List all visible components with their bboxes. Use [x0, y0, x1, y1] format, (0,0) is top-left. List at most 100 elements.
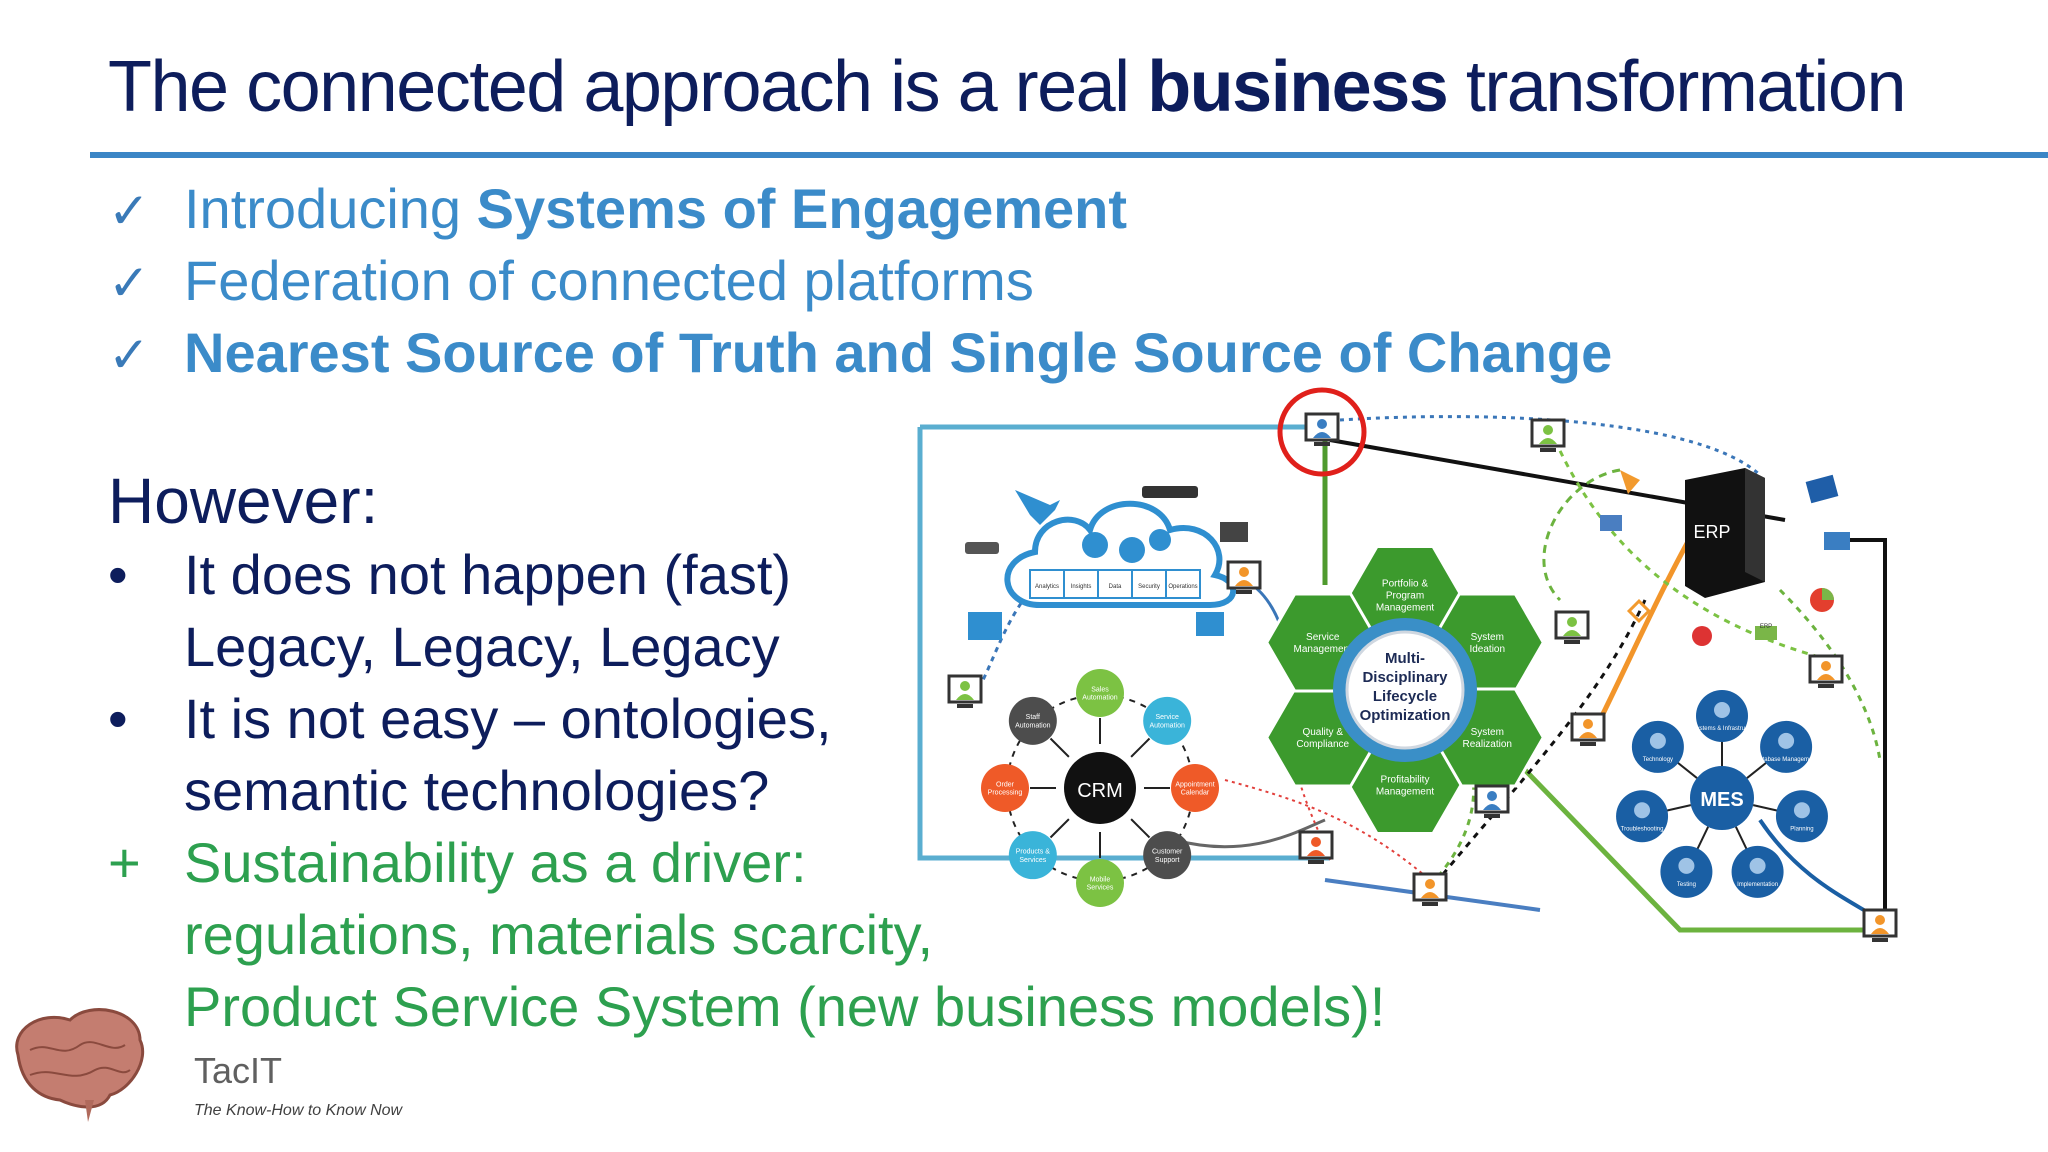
- checklist-item: ✓Federation of connected platforms: [108, 249, 1034, 312]
- node-label: Testing: [1677, 882, 1696, 888]
- airplane-icon: [1015, 490, 1060, 525]
- checkmark-icon: ✓: [108, 327, 150, 383]
- hex-center: Multi- Disciplinary Lifecycle Optimizati…: [1333, 618, 1477, 762]
- checkmark-icon: ✓: [108, 255, 150, 311]
- svg-text:MES: MES: [1700, 789, 1743, 811]
- node-label: Support: [1155, 857, 1180, 864]
- user-workstation-icon: [1412, 872, 1448, 906]
- crm-node: Products &Services: [1008, 818, 1070, 880]
- node-label: IT Systems & Infrastructure: [1686, 726, 1759, 732]
- user-workstation-icon: [1554, 610, 1590, 644]
- book-icon: [1805, 474, 1839, 504]
- chart-icon: [1692, 626, 1712, 646]
- user-workstation-icon: [947, 674, 983, 708]
- node-label: System: [1471, 632, 1504, 643]
- node-label: Portfolio &: [1382, 579, 1428, 590]
- mes-node: Testing: [1660, 826, 1713, 898]
- highlight-circle: [1277, 387, 1367, 477]
- node-label: Quality &: [1302, 727, 1343, 738]
- puzzle-icon: [1600, 515, 1622, 531]
- svg-text:Optimization: Optimization: [1360, 707, 1451, 724]
- antenna-icon: [1620, 470, 1640, 494]
- user-workstation-icon: [1304, 412, 1340, 446]
- bullet-marker: •: [108, 543, 128, 606]
- node-label: Ideation: [1469, 644, 1505, 655]
- node-label: Database Management: [1755, 757, 1818, 763]
- however-heading: However:: [108, 465, 379, 537]
- mes-node: Implementation: [1731, 826, 1784, 898]
- frame-line-teal: [917, 427, 1330, 861]
- checkmark-icon: ✓: [108, 183, 150, 239]
- node-label: Profitability: [1381, 775, 1430, 786]
- brand-name: TacIT: [194, 1050, 283, 1091]
- node-label: Service: [1156, 714, 1179, 721]
- bullet-item-plus: +Sustainability as a driver:: [108, 831, 807, 894]
- scanner-icon: [1142, 486, 1198, 498]
- node-label: Appointment: [1175, 781, 1214, 788]
- checklist-item: ✓Nearest Source of Truth and Single Sour…: [108, 321, 1613, 384]
- node-label: Automation: [1015, 722, 1051, 729]
- node-label: Mobile: [1090, 876, 1111, 883]
- user-workstation-icon: [1298, 830, 1334, 864]
- svg-text:Disciplinary: Disciplinary: [1362, 669, 1448, 686]
- node-label: Management: [1376, 603, 1435, 614]
- svg-text:ERP: ERP: [1760, 624, 1772, 630]
- node-label: Program: [1386, 591, 1424, 602]
- node-label: Technology: [1643, 757, 1673, 763]
- mes-node: Troubleshooting: [1616, 790, 1692, 843]
- node-label: Order: [996, 781, 1015, 788]
- forklift-icon: [1196, 612, 1224, 636]
- brain-logo: [15, 1008, 145, 1122]
- diamond-connector-icon: [1626, 598, 1652, 624]
- user-workstation-icon: [1862, 908, 1898, 942]
- user-workstation-icon: [1474, 784, 1510, 818]
- title-underline: [90, 152, 2048, 158]
- frame-line-green: [1523, 768, 1880, 933]
- bullet-item: •It is not easy – ontologies,: [108, 687, 832, 750]
- node-label: Processing: [988, 790, 1023, 797]
- monitor-icon: [1824, 532, 1850, 550]
- svg-text:Multi-: Multi-: [1385, 650, 1425, 667]
- slide-title: The connected approach is a real busines…: [108, 47, 1907, 127]
- node-label: Staff: [1026, 714, 1040, 721]
- node-label: Implementation: [1737, 882, 1778, 888]
- mes-wheel: MES: [1690, 766, 1754, 830]
- cloud-services-icon: Analytics Insights Data Security Operati…: [1004, 500, 1237, 608]
- node-label: Automation: [1149, 722, 1185, 729]
- mes-node: Technology: [1631, 720, 1698, 779]
- mes-node: Planning: [1752, 790, 1828, 843]
- user-nodes: [947, 412, 1898, 942]
- bullet-item: •It does not happen (fast): [108, 543, 792, 606]
- svg-text:Data: Data: [1109, 584, 1122, 590]
- mes-node: IT Systems & Infrastructure: [1686, 690, 1759, 766]
- node-label: Automation: [1082, 695, 1118, 702]
- small-erp-icon: ERP: [1755, 624, 1777, 640]
- crm-nodes: SalesAutomationServiceAutomationAppointm…: [981, 669, 1219, 907]
- svg-text:CRM: CRM: [1077, 780, 1123, 802]
- svg-text:Security: Security: [1138, 584, 1160, 590]
- checklist-item: ✓Introducing Systems of Engagement: [108, 177, 1128, 240]
- node-label: Management: [1294, 644, 1353, 655]
- bullet-continuation: Legacy, Legacy, Legacy: [184, 615, 780, 678]
- factory-icon: [968, 612, 1002, 640]
- svg-text:ERP: ERP: [1693, 522, 1730, 542]
- svg-text:Operations: Operations: [1168, 584, 1197, 590]
- brand-tagline: The Know-How to Know Now: [194, 1102, 403, 1119]
- node-label: Services: [1019, 857, 1046, 864]
- node-label: System: [1471, 727, 1504, 738]
- bullet-continuation: regulations, materials scarcity,: [184, 903, 933, 966]
- printer-icon: [1220, 522, 1248, 542]
- svg-text:Analytics: Analytics: [1035, 584, 1059, 590]
- svg-text:Insights: Insights: [1071, 584, 1092, 590]
- node-label: Management: [1376, 787, 1435, 798]
- node-label: Sales: [1091, 686, 1109, 693]
- svg-text:Lifecycle: Lifecycle: [1373, 688, 1437, 705]
- router-icon: [965, 542, 999, 554]
- node-label: Calendar: [1181, 790, 1210, 797]
